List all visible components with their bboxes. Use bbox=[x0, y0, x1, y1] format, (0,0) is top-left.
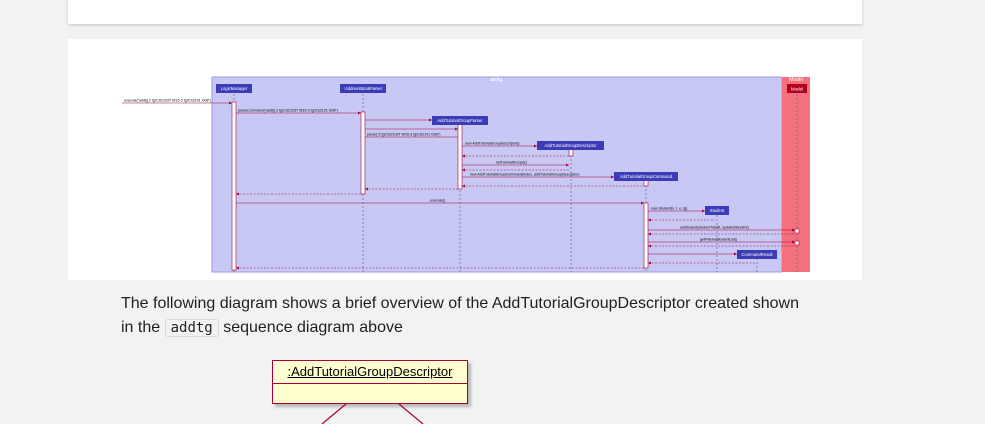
paragraph-text-after: sequence diagram above bbox=[218, 319, 403, 336]
participant-student bbox=[705, 206, 729, 215]
participant-addtutorialgroupparser-label: AddTutorialGroupParser bbox=[437, 118, 483, 123]
participant-commandresult bbox=[737, 250, 777, 259]
message-execute-label: execute("addtg 2 tg/CS2103T W15-3 tg/CS2… bbox=[124, 99, 211, 103]
message-parsecommand-label: parseCommand("addtg 2 tg/CS2103T W15-3 t… bbox=[238, 109, 338, 113]
paragraph-text-before: The following diagram shows a brief over… bbox=[121, 295, 799, 336]
participant-model-label: Model bbox=[791, 87, 803, 92]
participant-addtutorialgroupdescriptor bbox=[537, 141, 604, 150]
participant-addtutorialgroupcommand bbox=[614, 172, 678, 181]
addtutorialgroupdescriptor-object: :AddTutorialGroupDescriptor bbox=[272, 360, 468, 404]
participant-addtutorialgroupcommand-label: AddTutorialGroupCommand bbox=[620, 174, 673, 179]
object-title: :AddTutorialGroupDescriptor bbox=[273, 361, 467, 384]
message-parse-label: parse("2 tg/CS2103T W15-3 tg/CS2101 G08"… bbox=[367, 133, 440, 137]
message-new-student-label: new Student(n, t, e, tg) bbox=[651, 207, 687, 211]
message-settutorialgroups-label: setTutorialGroups() bbox=[496, 161, 527, 165]
overview-paragraph: The following diagram shows a brief over… bbox=[121, 292, 811, 340]
participant-logicmanager-label: LogicManager bbox=[221, 86, 248, 91]
participant-addressbookparser-label: :AddressBookParser bbox=[344, 86, 383, 91]
message-new-descriptor-label: new AddTutorialGroupDescriptor() bbox=[465, 142, 519, 146]
participant-logicmanager bbox=[216, 84, 252, 93]
model-lane-label: Model bbox=[789, 77, 803, 83]
participant-addtutorialgroupdescriptor-label: AddTutorialGroupDescriptor bbox=[545, 143, 598, 148]
group-label: addtg bbox=[490, 77, 503, 83]
participant-addtutorialgroupparser bbox=[432, 116, 488, 125]
message-getfilteredstudentlist-label: getFilteredStudentList() bbox=[700, 238, 737, 242]
addtg-sequence-diagram: addtg Model Model LogicManager bbox=[68, 39, 862, 280]
message-new-command-label: new AddTutorialGroupCommand(index, addTu… bbox=[470, 173, 579, 177]
model-lane bbox=[782, 77, 810, 272]
participant-student-label: Student bbox=[710, 208, 725, 213]
addtg-group-frame bbox=[211, 76, 783, 273]
previous-content-card bbox=[68, 0, 862, 24]
message-setstudent-label: setStudent(studentToEdit, updatedStudent… bbox=[680, 226, 749, 230]
inline-code-addtg: addtg bbox=[164, 319, 219, 337]
participant-addressbookparser bbox=[340, 84, 386, 93]
participant-commandresult-label: CommandResult bbox=[741, 252, 773, 257]
participant-model bbox=[787, 84, 807, 93]
message-execute-command-label: execute() bbox=[430, 199, 445, 203]
